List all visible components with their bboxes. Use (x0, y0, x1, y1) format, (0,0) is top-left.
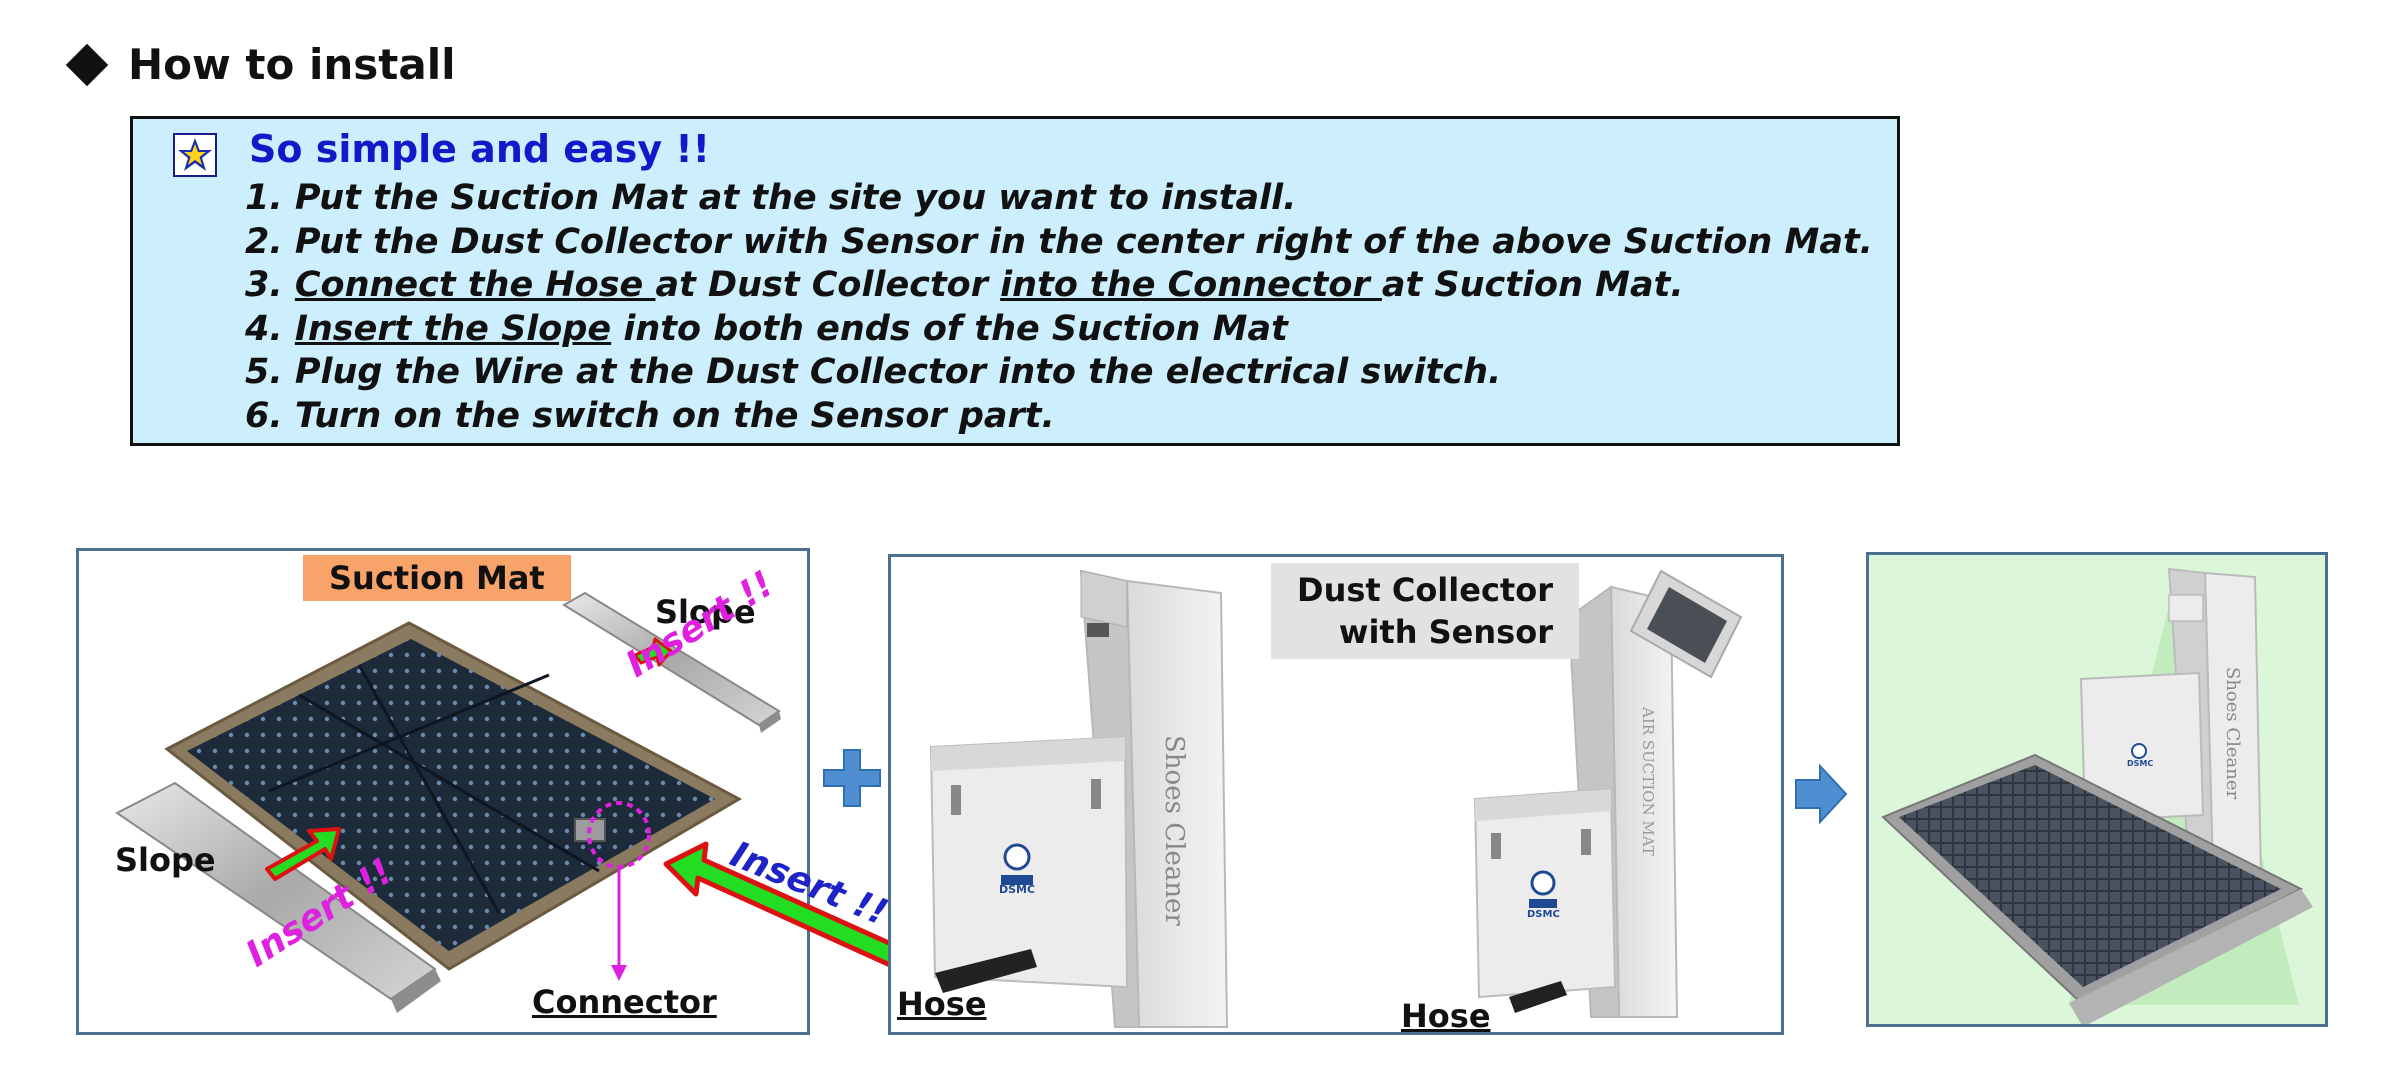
diamond-bullet-icon (65, 43, 109, 86)
brand-logo-right: DSMC (1527, 909, 1560, 920)
dust-collector-label-line2: with Sensor (1338, 613, 1553, 651)
section-heading: How to install (65, 40, 456, 89)
installed-result-illustration (1881, 567, 2313, 1024)
step-text: at Dust Collector (655, 265, 1001, 305)
dust-collector-panel: Dust Collector with Sensor Shoes Cleaner… (888, 554, 1784, 1035)
hose-label-left: Hose (897, 985, 987, 1023)
brand-logo-left: DSMC (999, 883, 1036, 896)
install-instructions-box: So simple and easy !! 1. Put the Suction… (130, 116, 1900, 446)
install-step: 3. Connect the Hose at Dust Collector in… (245, 264, 1873, 308)
install-step: 2. Put the Dust Collector with Sensor in… (245, 221, 1873, 262)
step-number: 3. (245, 265, 295, 305)
star-icon (173, 133, 217, 177)
install-step: 5. Plug the Wire at the Dust Collector i… (245, 352, 1502, 392)
slope-label-left: Slope (115, 841, 216, 879)
suction-mat-illustration (115, 591, 781, 1013)
step-underlined-text: Insert the Slope (294, 308, 612, 349)
install-step: 4. Insert the Slope into both ends of th… (245, 308, 1873, 352)
slope-label-top: Slope (655, 593, 756, 631)
suction-mat-label: Suction Mat (303, 555, 571, 601)
cabinet-text: Shoes Cleaner (1159, 735, 1189, 926)
connector-label: Connector (532, 983, 717, 1021)
dust-collector-illustration (929, 569, 1743, 1028)
installed-cabinet-text: Shoes Cleaner (2222, 667, 2243, 800)
hose-label-right: Hose (1401, 997, 1491, 1035)
section-heading-text: How to install (128, 40, 456, 89)
step-underlined-text: into the Connector (1000, 265, 1382, 305)
step-number: 4. (245, 308, 295, 349)
installed-result-panel: Shoes Cleaner DSMC (1866, 552, 2328, 1027)
install-step: 1. Put the Suction Mat at the site you w… (245, 178, 1297, 218)
step-text: into both ends of the Suction Mat (611, 308, 1288, 349)
unit2-text: AIR SUCTION MAT (1639, 707, 1657, 856)
installed-brand-logo: DSMC (2127, 759, 2154, 768)
step-text: at Suction Mat. (1381, 265, 1684, 305)
right-arrow-icon (1795, 764, 1848, 824)
dust-collector-label-line1: Dust Collector (1297, 571, 1553, 609)
tagline: So simple and easy !! (249, 127, 710, 171)
install-steps-list: 1. Put the Suction Mat at the site you w… (245, 177, 1873, 438)
dust-collector-label: Dust Collector with Sensor (1271, 563, 1579, 659)
plus-icon (823, 749, 881, 807)
install-step: 6. Turn on the switch on the Sensor part… (245, 395, 1055, 436)
step-underlined-text: Connect the Hose (294, 265, 656, 305)
suction-mat-panel: Suction Mat Slope Slope Insert !! Insert… (76, 548, 810, 1035)
